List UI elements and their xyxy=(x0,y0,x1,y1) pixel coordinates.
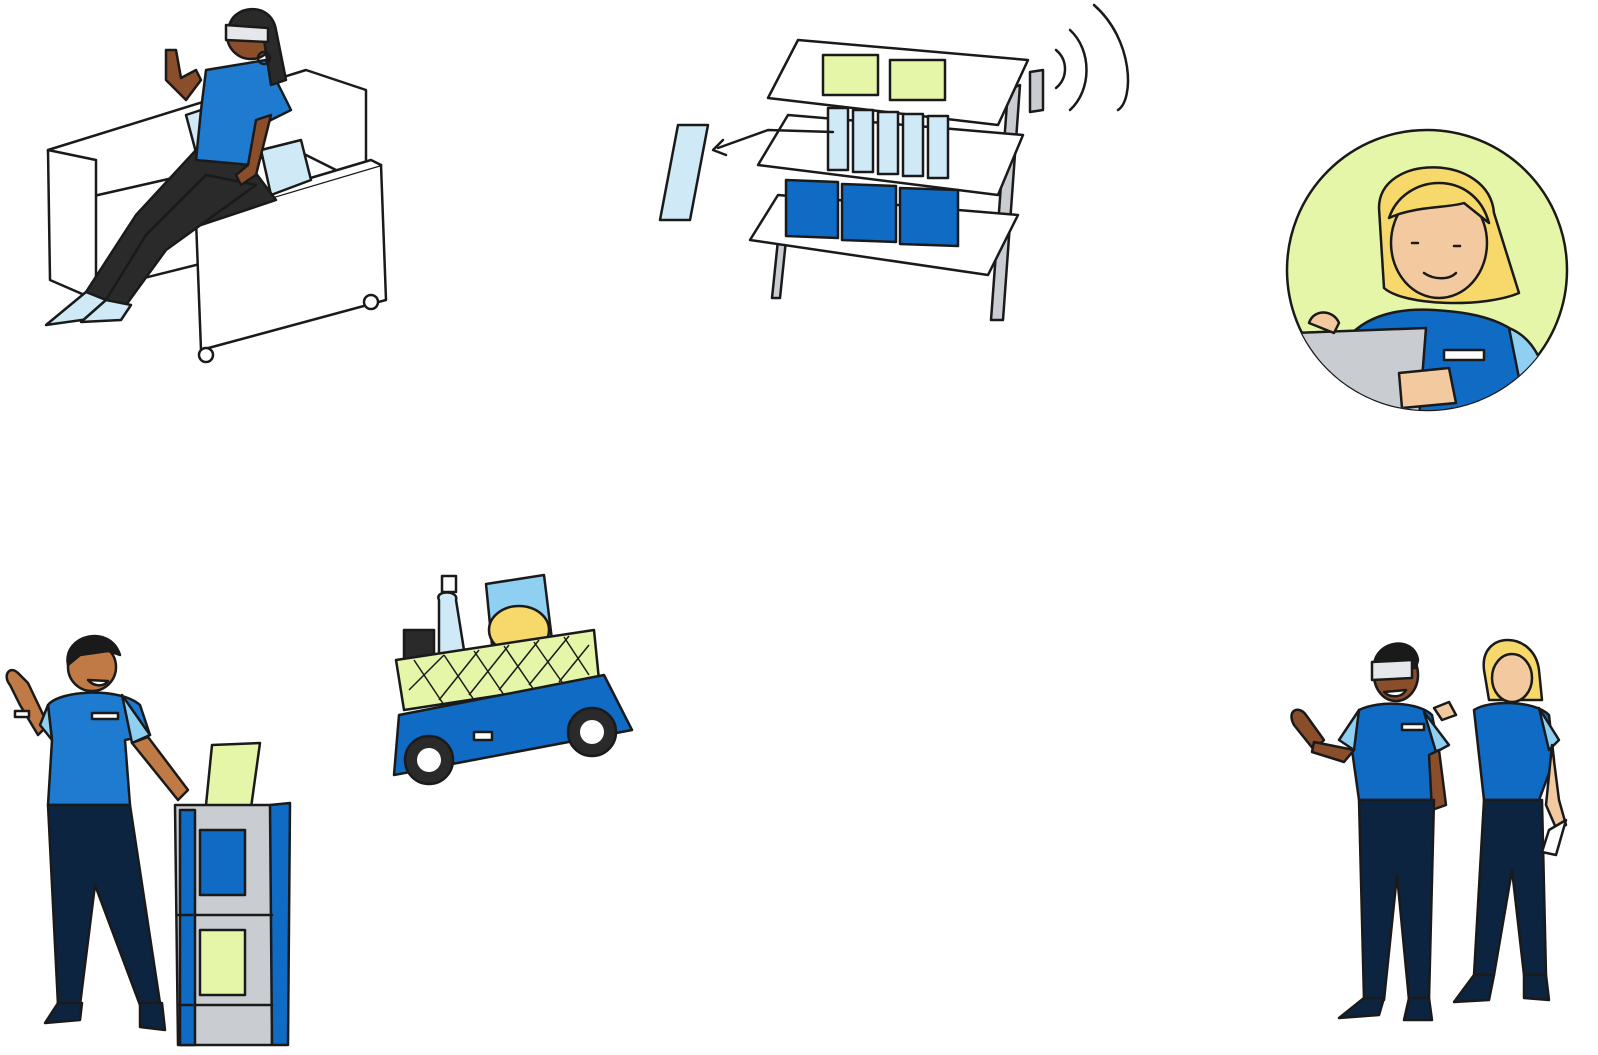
associate-display-stand-illustration xyxy=(0,625,300,1055)
smart-shelf-illustration xyxy=(658,0,1138,330)
vr-headset-icon xyxy=(1370,658,1414,682)
associates-pair-illustration xyxy=(1284,630,1584,1055)
wireless-signal-icon xyxy=(1054,3,1130,112)
associate-tablet-portrait-illustration xyxy=(1284,128,1574,418)
woman-vr-armchair-illustration xyxy=(36,0,396,370)
autonomous-delivery-cart-illustration xyxy=(384,570,644,800)
